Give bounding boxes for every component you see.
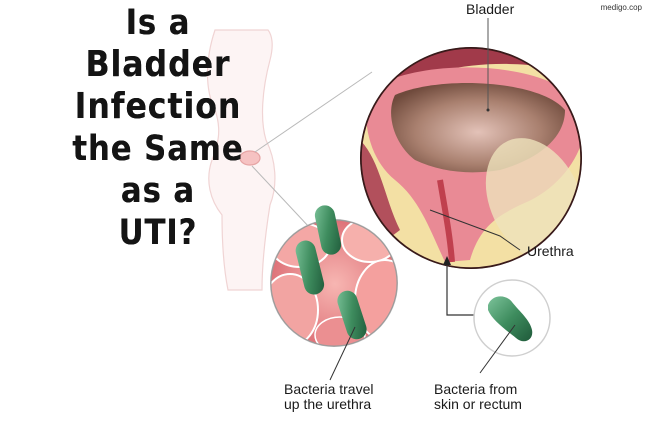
bacteria-travel-label: Bacteria travel up the urethra — [284, 382, 373, 412]
zoomed-urethra-tissue — [270, 205, 398, 347]
bacteria-travel-line-2: up the urethra — [284, 396, 372, 412]
skin-bacterium-inset — [473, 279, 551, 357]
title-line-1: Is a — [125, 3, 191, 43]
urethra-label: Urethra — [527, 243, 574, 259]
watermark: medigo.cop — [600, 3, 642, 12]
bacteria-from-line-1: Bacteria from — [434, 381, 518, 397]
title-line-2: Bladder Infection — [74, 44, 242, 127]
bacteria-travel-line-1: Bacteria travel — [284, 381, 374, 397]
title-line-5: UTI? — [118, 213, 198, 253]
body-silhouette — [206, 29, 276, 291]
bacteria-from-label: Bacteria from skin or rectum — [434, 382, 522, 412]
title-line-3: the Same — [72, 129, 244, 169]
bacteria-from-line-2: skin or rectum — [434, 396, 522, 412]
page-title: Is a Bladder Infection the Same as a UTI… — [0, 2, 316, 254]
title-line-4: as a — [120, 171, 196, 211]
bladder-label: Bladder — [466, 1, 515, 17]
bacterium-icon — [295, 205, 367, 340]
